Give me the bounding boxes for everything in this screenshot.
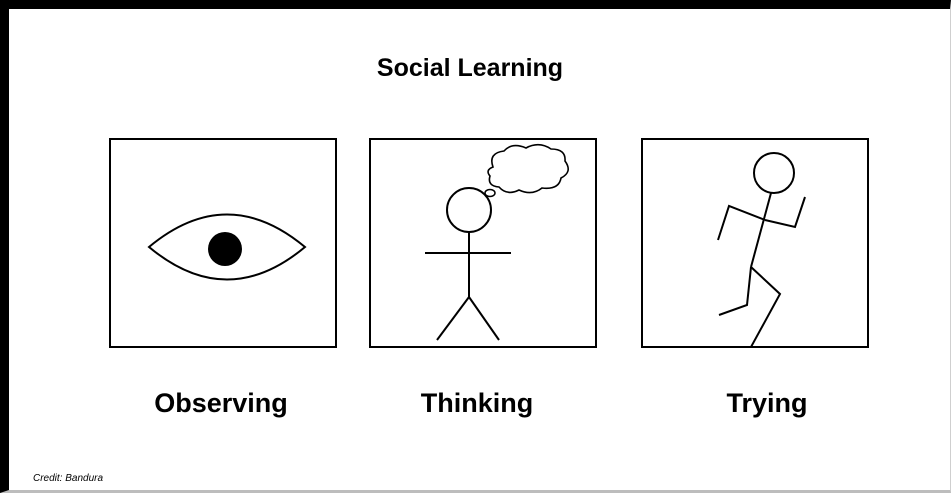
stage-label-trying: Trying — [726, 388, 808, 418]
thinking-stick-figure-icon — [425, 143, 569, 341]
credit-text: Credit: Bandura — [33, 473, 104, 484]
panel-thinking — [369, 138, 597, 348]
running-stick-figure-icon — [717, 152, 806, 346]
eye-icon — [147, 213, 307, 281]
panel-observing — [109, 138, 337, 348]
panel-trying — [641, 138, 869, 348]
stage-label-thinking: Thinking — [420, 388, 534, 418]
stage-label-observing: Observing — [154, 388, 288, 418]
diagram-title: Social Learning — [376, 54, 564, 82]
